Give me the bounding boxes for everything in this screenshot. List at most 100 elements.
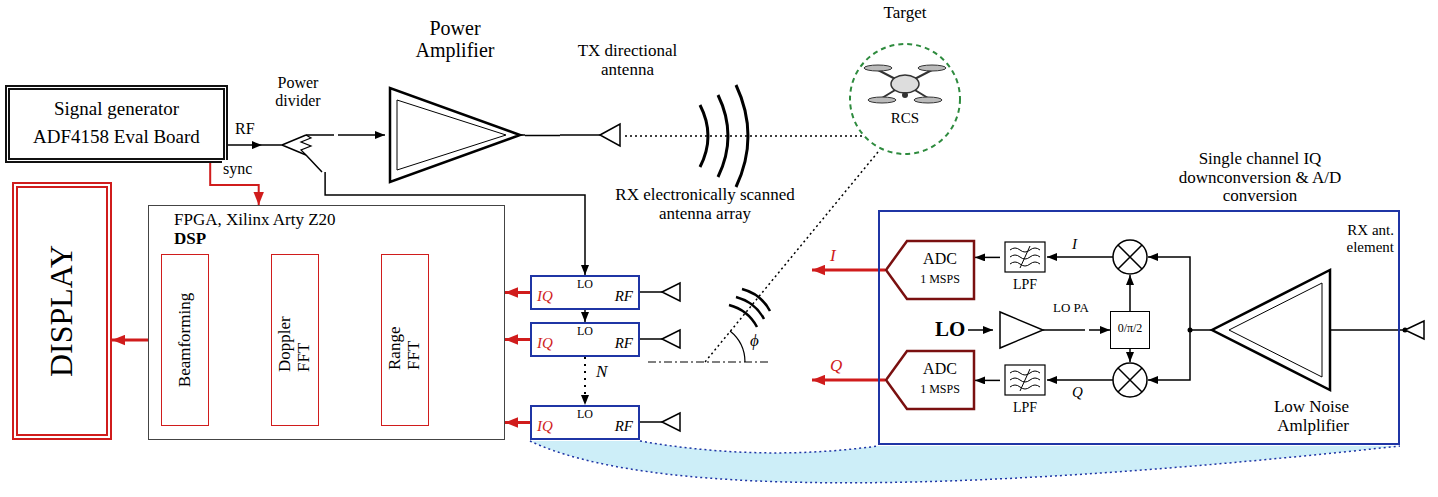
iq-output-arrows <box>812 270 885 380</box>
low-noise-amplifier: Low Noise Amlplifier <box>1205 268 1349 443</box>
generator-box: Signal generatorADF4158 Eval Board <box>5 85 228 163</box>
phase-shifter: 0/π/2 <box>1110 311 1150 349</box>
power-amplifier-shape <box>390 88 520 182</box>
node-text: RF <box>615 288 633 305</box>
node-text: Beamforming <box>176 293 195 387</box>
connector <box>1089 329 1110 331</box>
node-text: Range FFT <box>386 310 423 370</box>
lowpass-filter: LPF <box>1000 240 1054 300</box>
mixer-wiring <box>1047 379 1113 381</box>
node-text: LPF <box>1000 277 1050 292</box>
target-circle-shape <box>878 70 932 98</box>
adc-block-shape <box>886 241 974 299</box>
mixer-symbol <box>1118 245 1142 269</box>
rx-waves <box>729 289 770 327</box>
mixer-wiring <box>1330 329 1405 331</box>
node-text: IQ <box>537 288 553 305</box>
lowpass-filter: LPF <box>1000 363 1054 423</box>
signal-name: LO <box>935 318 965 341</box>
mixer-wiring <box>1129 349 1131 362</box>
power-amplifier: Power Amplifier <box>385 15 525 187</box>
dsp-block: Beamforming <box>161 254 209 426</box>
lowpass-filter-shape <box>1020 246 1030 268</box>
signal-name: I <box>830 247 836 266</box>
rx-array-antennas <box>640 283 680 431</box>
display-box: DISPLAY <box>12 182 112 440</box>
array-label: RX electronically scanned antenna array <box>595 186 815 223</box>
mixer-wiring <box>968 257 1405 380</box>
node-text: Doppler FFT <box>276 308 313 372</box>
node-text: Single channel IQ downconversion & A/D c… <box>1165 150 1355 206</box>
node-text: LO PA <box>1053 301 1089 315</box>
node-text: 1 MSPS <box>907 383 973 396</box>
mixer-wiring <box>1148 330 1190 380</box>
iq-output-arrows <box>812 379 885 382</box>
lowpass-filter-shape <box>1005 242 1045 272</box>
zoom-region <box>530 441 1400 483</box>
dsp-block: Doppler FFT <box>271 254 319 426</box>
lowpass-filter-shape <box>1005 365 1045 395</box>
connector <box>228 144 262 146</box>
antenna-label: RX ant. element <box>1330 222 1394 255</box>
rx-channel-box: IQLORF <box>530 405 640 440</box>
tx-beam-line <box>625 135 862 137</box>
target-circle-shape <box>891 75 919 93</box>
mixer-symbol <box>1118 368 1142 392</box>
angle-arc <box>730 331 745 362</box>
power-amplifier-shape <box>397 100 506 170</box>
mixer-wiring <box>1047 256 1113 258</box>
mixer-symbol <box>1113 363 1147 397</box>
edge-label: sync <box>222 160 253 178</box>
connector <box>975 257 1000 259</box>
target-circle-shape <box>918 65 946 71</box>
low-noise-amplifier-shape <box>1229 283 1322 377</box>
tx-antenna: TX directional antenna <box>560 40 699 155</box>
target-circle-shape <box>840 2 970 162</box>
rx-array-antennas <box>662 330 680 348</box>
power-divider: Power divider <box>262 72 338 172</box>
channel-detail: Single channel IQ downconversion & A/D c… <box>878 148 1400 445</box>
rx-channel-box: IQLORF <box>530 275 640 310</box>
adc-block: ADC1 MSPS <box>885 350 975 410</box>
array-axis <box>648 361 768 362</box>
connector <box>584 357 586 405</box>
target-circle-shape <box>878 70 932 98</box>
zoom-region <box>530 441 1400 483</box>
power-amplifier-shape <box>520 134 525 136</box>
channel-count: N <box>596 363 607 382</box>
node-text: Power Amplifier <box>400 17 510 61</box>
target-circle-shape <box>864 65 892 71</box>
mixer-symbol <box>1113 240 1147 274</box>
power-divider-shape <box>262 135 334 172</box>
node-text: 1 MSPS <box>907 273 973 286</box>
adc-block-shape <box>885 240 975 300</box>
node-text: ADF4158 Eval Board <box>10 127 223 148</box>
node-text: Target <box>840 4 970 23</box>
lo-amplifier: LO PA <box>995 300 1089 350</box>
rx-waves <box>742 289 770 311</box>
adc-block-shape <box>886 351 974 409</box>
signal-name: Q <box>830 357 842 376</box>
connector <box>584 310 586 322</box>
tx-antenna-shape <box>600 124 620 146</box>
target-circle-shape <box>902 92 908 98</box>
edge-label: RF <box>234 120 256 138</box>
lo-amplifier-shape <box>1000 312 1043 348</box>
rx-waves <box>729 305 757 327</box>
node-text: TX directional antenna <box>560 42 695 79</box>
mixer-wiring <box>1129 275 1131 311</box>
node-text: Signal generator <box>10 99 223 120</box>
target-circle-shape <box>864 65 946 103</box>
node-text: 0/π/2 <box>1111 322 1149 335</box>
dsp-block: Range FFT <box>381 254 429 426</box>
signal-name: I <box>1072 236 1077 253</box>
node-text: Power divider <box>262 74 334 109</box>
adc-block-shape <box>885 350 975 410</box>
signal-name: Q <box>1072 384 1083 401</box>
target-circle-shape <box>914 97 942 103</box>
node-text: Low Noise Amlplifier <box>1214 398 1349 435</box>
node-text: DSP <box>174 230 206 249</box>
rx-array-antennas <box>662 283 680 301</box>
node-text: LPF <box>1000 400 1050 415</box>
